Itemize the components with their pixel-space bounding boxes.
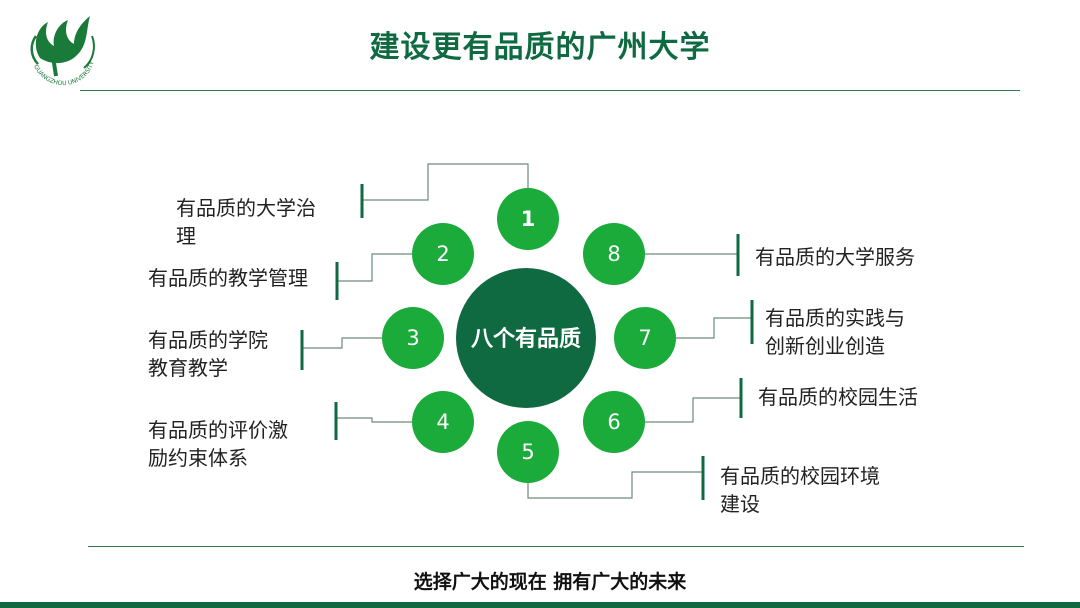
node-number-6: 6	[607, 410, 620, 434]
node-number-1: 1	[521, 207, 536, 231]
node-number-5: 5	[521, 440, 534, 464]
footer-slogan: 选择广大的现在 拥有广大的未来	[413, 571, 687, 593]
connector-5	[527, 471, 703, 499]
node-circle-4	[412, 391, 474, 453]
node-circle-6	[583, 391, 645, 453]
bottom-accent-bar	[0, 602, 1080, 608]
node-label-7: 有品质的实践与 创新创业创造	[765, 306, 905, 358]
node-number-4: 4	[436, 410, 449, 434]
connector-2	[337, 253, 412, 282]
header-divider	[80, 90, 1020, 91]
node-number-7: 7	[638, 326, 651, 350]
connector-4	[336, 417, 412, 423]
connector-3	[302, 337, 382, 349]
node-label-8: 有品质的大学服务	[755, 245, 915, 269]
node-label-3: 有品质的学院 教育教学	[148, 328, 268, 380]
node-number-2: 2	[436, 242, 449, 266]
node-label-1: 有品质的大学治 理	[176, 196, 316, 248]
node-label-4: 有品质的评价激 励约束体系	[148, 418, 288, 470]
connector-group	[300, 163, 754, 500]
node-circle-8	[583, 223, 645, 285]
node-circle-5	[497, 421, 559, 483]
node-label-2: 有品质的教学管理	[148, 266, 308, 290]
node-circle-1	[497, 188, 559, 250]
footer-divider	[88, 546, 1024, 547]
node-circle-2	[412, 223, 474, 285]
node-circle-3	[382, 307, 444, 369]
connector-6	[645, 397, 741, 423]
page-title: 建设更有品质的广州大学	[369, 30, 711, 65]
node-circle-7	[614, 307, 676, 369]
node-label-6: 有品质的校园生活	[758, 385, 918, 409]
center-circle	[456, 268, 596, 408]
node-number-3: 3	[406, 326, 419, 350]
connector-1	[362, 163, 529, 201]
node-number-8: 8	[607, 242, 620, 266]
node-label-5: 有品质的校园环境 建设	[720, 464, 880, 516]
center-label: 八个有品质	[471, 326, 581, 352]
university-logo-icon: GUANGZHOU UNIVERSITY	[30, 16, 96, 86]
node-group: 1 2 3 4 5 6 7 8	[382, 188, 676, 483]
connector-7	[676, 317, 752, 339]
